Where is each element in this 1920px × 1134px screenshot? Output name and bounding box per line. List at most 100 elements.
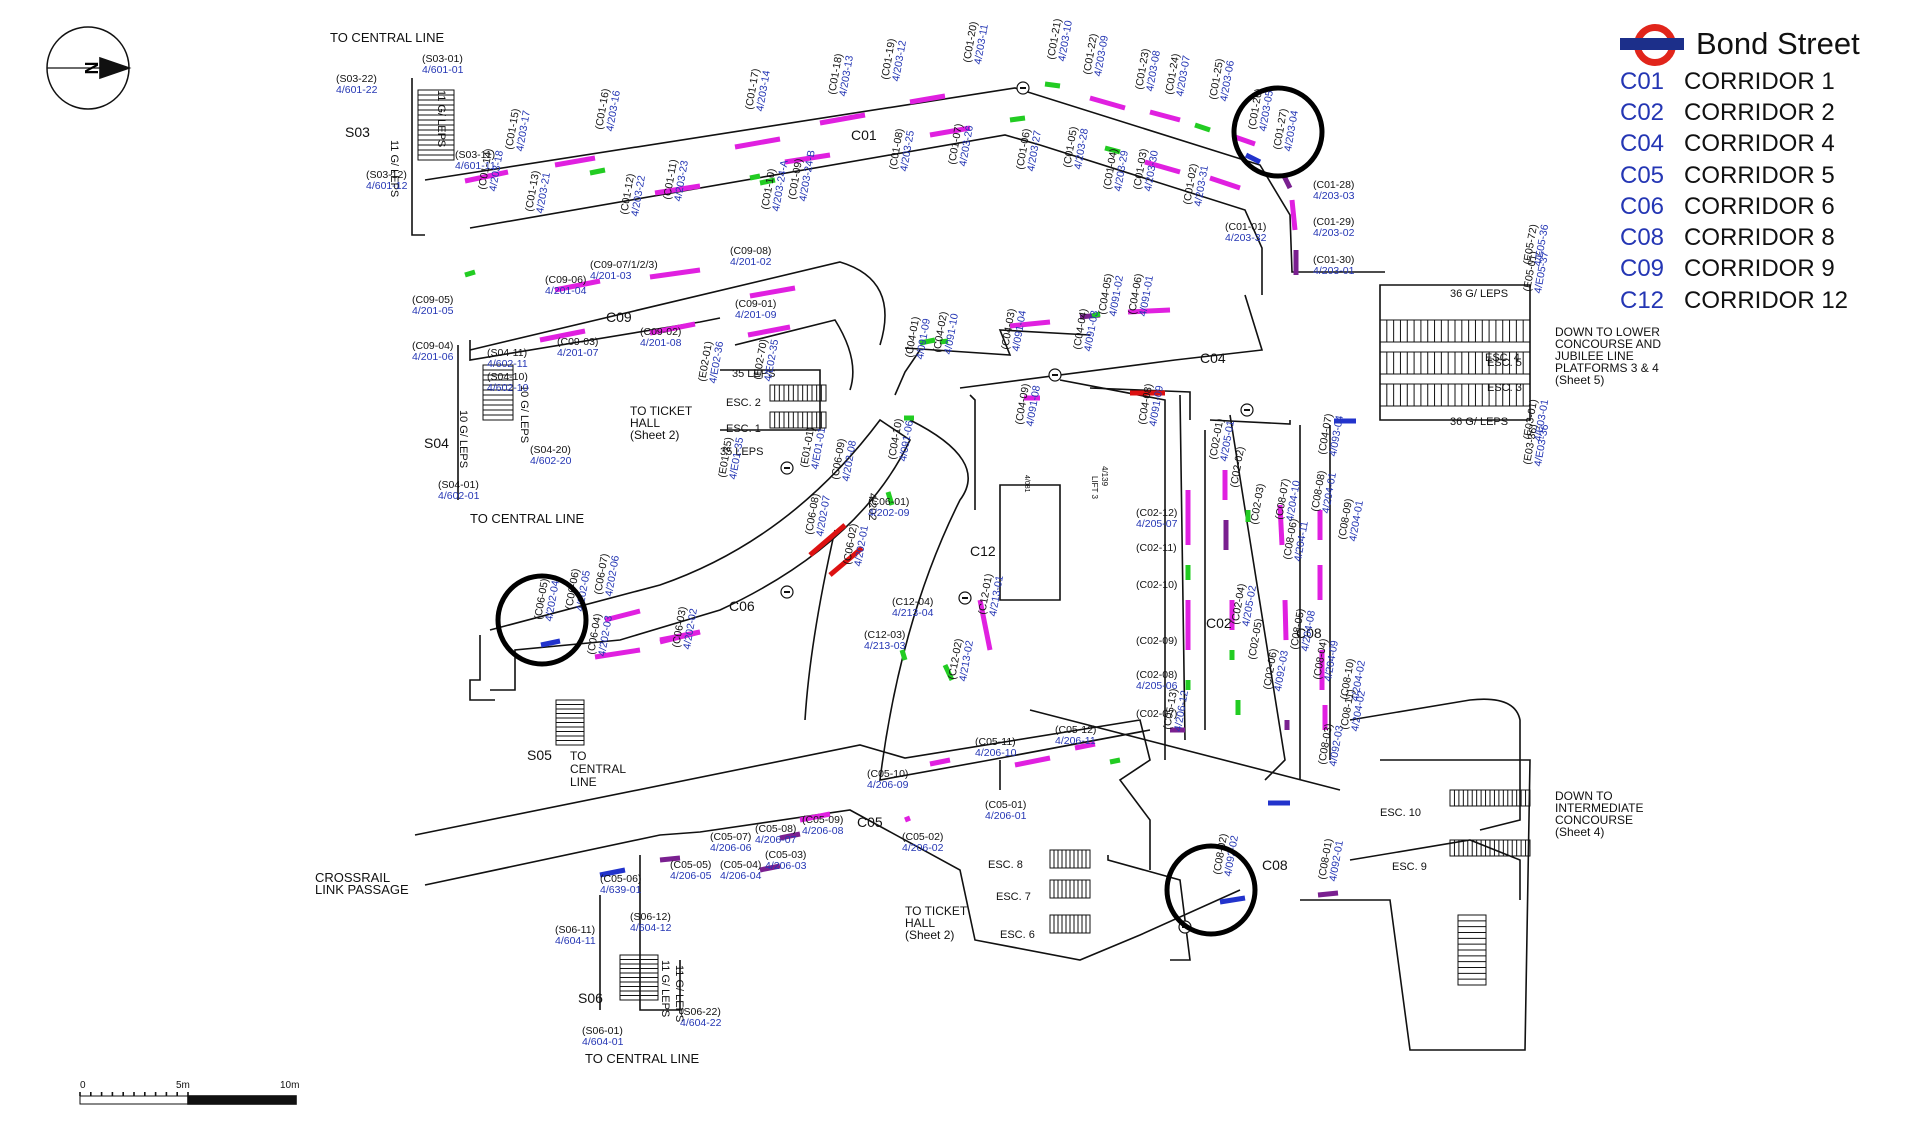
callout-ref: 4/203-32 bbox=[1225, 232, 1267, 244]
callout: (C01-01)4/203-32 bbox=[1225, 221, 1267, 244]
asset-marker-green bbox=[1194, 122, 1211, 133]
callout-code: (C05-10) bbox=[867, 768, 908, 780]
corridor-label: C08 bbox=[1296, 625, 1322, 641]
asset-marker-purple bbox=[659, 855, 681, 863]
note-ticket-hall: TO TICKET bbox=[630, 404, 693, 418]
callout: (C01-13)4/203-21 bbox=[523, 170, 553, 215]
callout-code: (S06-22) bbox=[680, 1006, 721, 1018]
callout: (C02-06)4/092-03 bbox=[1261, 648, 1291, 693]
legend-code: C04 bbox=[1620, 130, 1665, 158]
wall-line bbox=[469, 261, 1264, 389]
callout-code: (C02-10) bbox=[1136, 579, 1177, 591]
scale-bar-labels: 0 5m 10m bbox=[80, 1080, 300, 1092]
asset-marker-magenta bbox=[1277, 504, 1285, 546]
callout-ref: 4/203-03 bbox=[1313, 190, 1355, 202]
callout: (C08-08)4/204-01 bbox=[1309, 470, 1339, 515]
note-down-intermediate: (Sheet 4) bbox=[1555, 825, 1604, 839]
callout: (C02-07) bbox=[1136, 708, 1177, 720]
asset-marker-green bbox=[899, 649, 908, 661]
callout-ref: 4/602-20 bbox=[530, 455, 572, 467]
asset-marker-red bbox=[828, 546, 864, 577]
wall-line bbox=[489, 418, 912, 691]
callout-code: (C12-04) bbox=[892, 596, 933, 608]
callout-ref: 4/203-01 bbox=[1313, 265, 1355, 277]
callout-code: (C01-01) bbox=[1225, 221, 1266, 233]
callout-ref: 4/604-11 bbox=[555, 935, 596, 947]
wall-line bbox=[1349, 839, 1521, 900]
wall-line bbox=[879, 419, 1151, 781]
scale-label: 5m bbox=[176, 1080, 190, 1091]
callout-ref: 4/206-09 bbox=[867, 779, 909, 791]
callout-ref: 4/601-22 bbox=[336, 84, 378, 96]
callout-code: (C02-03) bbox=[1248, 483, 1267, 526]
callout-ref: 4/601-01 bbox=[422, 64, 464, 76]
asset-marker-magenta bbox=[904, 815, 911, 823]
stair-label: S04 bbox=[424, 435, 449, 451]
corridor-label: C12 bbox=[970, 543, 996, 559]
wall-line bbox=[469, 635, 495, 701]
asset-marker-magenta bbox=[554, 155, 596, 168]
escalator-label: ESC. 3 bbox=[1487, 382, 1522, 394]
callout-ref: 4/201-09 bbox=[735, 309, 777, 321]
asset-marker-purple bbox=[1281, 174, 1293, 190]
escalator-label: ESC. 10 bbox=[1380, 807, 1421, 819]
callout-code: (C06-01) bbox=[868, 496, 909, 508]
legend-name: CORRIDOR 8 bbox=[1684, 224, 1835, 252]
callout-code: (C09-02) bbox=[640, 326, 681, 338]
legend-name: CORRIDOR 9 bbox=[1684, 255, 1835, 283]
asset-marker-magenta bbox=[1282, 599, 1289, 641]
note-to-central-line: TO CENTRAL LINE bbox=[470, 511, 584, 526]
escalator-label: ESC. 9 bbox=[1392, 861, 1427, 873]
asset-marker-magenta bbox=[747, 324, 791, 338]
callout: (C05-06)4/639-01 bbox=[600, 873, 642, 896]
callout: (C01-15)4/203-17 bbox=[503, 108, 533, 153]
callout-ref: 4/601-12 bbox=[366, 180, 408, 192]
callout-ref: 4/201-04 bbox=[545, 285, 587, 297]
callout-ref: 4/213-04 bbox=[892, 607, 934, 619]
note-down-lower: DOWN TO LOWER bbox=[1555, 325, 1660, 339]
callout: (C04-03)4/091-04 bbox=[999, 308, 1029, 353]
compass-letter: N bbox=[82, 62, 102, 75]
callout: (C09-03)4/201-07 bbox=[557, 336, 599, 359]
callout-code: (S06-12) bbox=[630, 911, 671, 923]
asset-marker-purple bbox=[779, 831, 801, 841]
asset-marker-green bbox=[939, 338, 949, 345]
escalator-label: ESC. 6 bbox=[1000, 929, 1035, 941]
callout-ref: 4/206-02 bbox=[902, 842, 944, 854]
callout: (C01-07)4/203-26 bbox=[946, 123, 976, 168]
callout: (C01-30)4/203-01 bbox=[1313, 254, 1355, 277]
note-down-intermediate: DOWN TO bbox=[1555, 789, 1613, 803]
asset-marker-magenta bbox=[1089, 95, 1126, 111]
callout-code: (S04-10) bbox=[487, 371, 528, 383]
legend-title: Bond Street bbox=[1696, 26, 1860, 61]
escalator-label: ESC. 4 bbox=[1485, 352, 1520, 364]
leps-label: 11 G/ LEPS bbox=[673, 965, 685, 1022]
callout: (C05-08)4/206-07 bbox=[755, 823, 797, 846]
corridor-label: C08 bbox=[1262, 857, 1288, 873]
callout-code: (S06-01) bbox=[582, 1025, 623, 1037]
callout-ref: 4/205-06 bbox=[1136, 680, 1178, 692]
escalator-label: ESC. 5 bbox=[1487, 357, 1522, 369]
callout: (C01-11)4/203-23 bbox=[661, 158, 691, 202]
corridor-label: C04 bbox=[1200, 350, 1226, 366]
callout: (S06-22)4/604-22 bbox=[680, 1006, 722, 1029]
note-to-central-line: LINE bbox=[570, 775, 597, 789]
wall-line bbox=[1107, 855, 1191, 961]
callout-code: (C05-12) bbox=[1055, 724, 1096, 736]
callout: (C01-17)4/203-14 bbox=[743, 68, 773, 113]
callout: (C05-10)4/206-09 bbox=[867, 768, 909, 791]
lift-label: 4/081 bbox=[1023, 475, 1030, 493]
callout: (C05-03)4/206-03 bbox=[765, 849, 807, 872]
scale-label: 0 bbox=[80, 1080, 86, 1091]
callout: (C08-05)4/204-08 bbox=[1288, 608, 1318, 653]
callout: (C04-09)4/091-08 bbox=[1013, 383, 1043, 428]
asset-marker-magenta bbox=[784, 152, 831, 165]
wall-line bbox=[1229, 414, 1286, 781]
leps-label: 36 G/ LEPS bbox=[1450, 416, 1508, 428]
asset-marker-magenta bbox=[749, 285, 796, 299]
escalator-label: ESC. 7 bbox=[996, 891, 1031, 903]
callout-code: (S04-11) bbox=[487, 347, 527, 359]
corridor-label: C06 bbox=[729, 598, 755, 614]
